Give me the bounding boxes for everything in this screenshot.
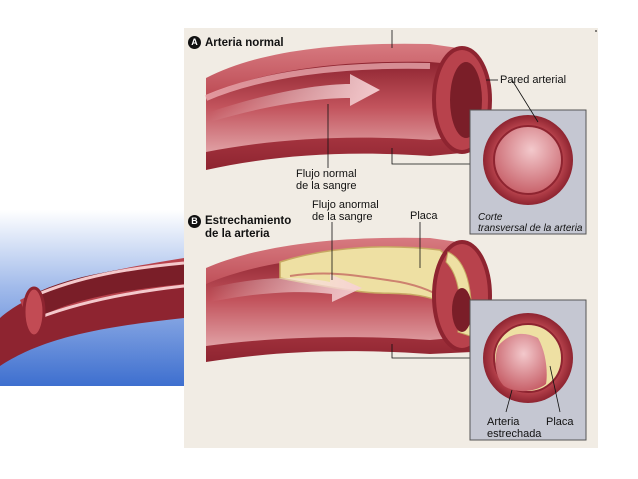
narrowed-artery (206, 222, 492, 362)
label-normal-flow-2: de la sangre (296, 180, 357, 192)
left-artery-closeup (0, 258, 185, 366)
abnormal-flow-arrow (210, 274, 362, 302)
label-abnormal-flow-2: de la sangre (312, 211, 373, 223)
section-b-title-2: de la arteria (205, 228, 270, 240)
narrowed-cross-section-inset (469, 299, 587, 441)
label-plaque: Placa (410, 210, 438, 222)
normal-artery (204, 30, 498, 170)
label-arterial-wall: Pared arterial (500, 74, 567, 86)
section-a-title: Arteria normal (205, 37, 284, 49)
section-b-badge: B (188, 215, 201, 228)
label-plaque-cross-section: Placa (546, 416, 574, 428)
label-narrowed-artery-1: Arteria (487, 416, 520, 428)
label-narrowed-artery-2: estrechada (487, 428, 542, 440)
section-a-badge: A (188, 36, 201, 49)
normal-cross-section-inset (469, 79, 587, 235)
normal-flow-arrow (210, 74, 380, 122)
label-abnormal-flow-1: Flujo anormal (312, 199, 379, 211)
section-b-title-1: Estrechamiento (205, 215, 292, 227)
label-normal-flow-1: Flujo normal (296, 168, 357, 180)
label-cross-section-1: Corte (478, 212, 503, 223)
label-cross-section-2: transversal de la arteria (478, 223, 583, 234)
